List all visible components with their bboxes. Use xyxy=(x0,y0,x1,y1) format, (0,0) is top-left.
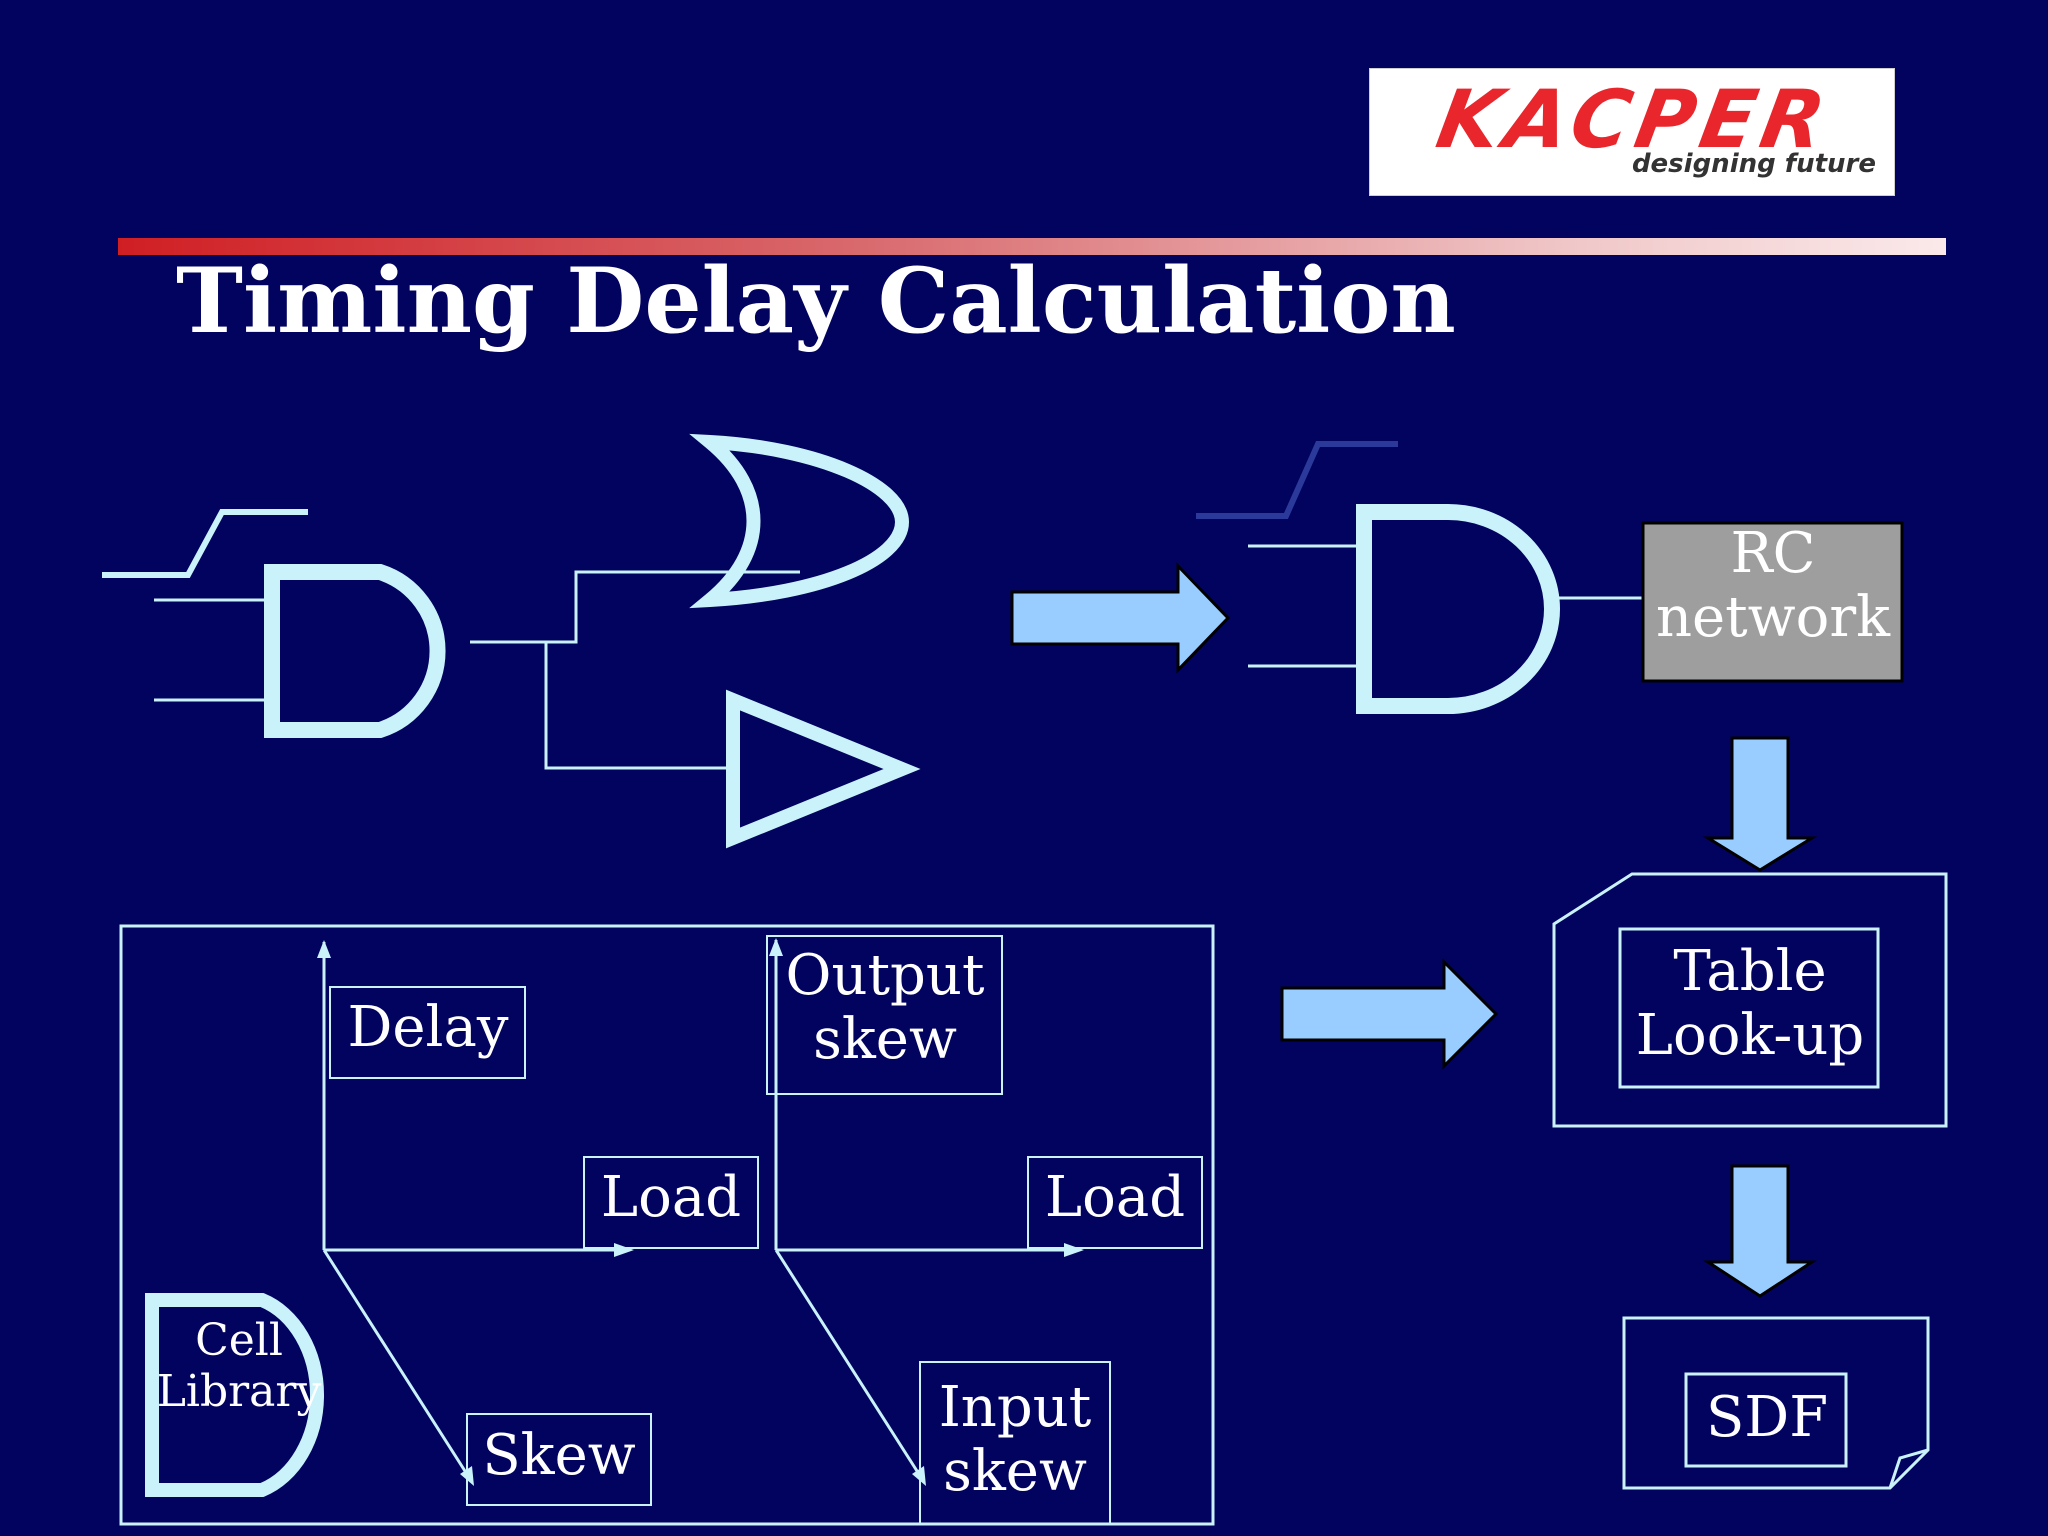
kacper-logo: KACPER designing future xyxy=(1369,68,1895,196)
sdf-page-curl xyxy=(1888,1448,1929,1489)
delay-label: Delay xyxy=(347,995,509,1060)
delay-axes xyxy=(322,942,630,1483)
title-underline-bar xyxy=(118,238,1946,255)
or-gate-icon xyxy=(689,433,910,609)
and-gate-inputs xyxy=(154,598,270,702)
load-box-2 xyxy=(1027,1156,1203,1249)
down-arrow-icon xyxy=(1702,736,1818,872)
output-skew-box xyxy=(766,935,1003,1095)
skew-box xyxy=(466,1413,652,1506)
and-gate-2-inputs xyxy=(1248,544,1360,668)
and-gate-icon xyxy=(264,564,446,738)
fanout-wires xyxy=(470,570,800,770)
load-label-1: Load xyxy=(600,1165,742,1230)
right-arrow-2-icon xyxy=(1280,958,1499,1070)
load-box-1 xyxy=(583,1156,759,1249)
skew-label: Skew xyxy=(482,1423,636,1488)
table-lookup-card xyxy=(1552,872,1948,1128)
cell-library-gate-icon xyxy=(145,1293,324,1497)
sdf-inner-box xyxy=(1684,1372,1848,1468)
rc-network-box xyxy=(1641,521,1904,683)
input-waveform-2 xyxy=(1196,441,1398,519)
input-skew-box xyxy=(919,1361,1111,1525)
slide-title: Timing Delay Calculation xyxy=(176,248,1456,354)
sdf-label: SDF xyxy=(1705,1385,1829,1450)
table-lookup-inner-box xyxy=(1618,927,1880,1089)
down-arrow-2-icon xyxy=(1702,1164,1818,1298)
table-lookup-label: Table Look-up xyxy=(1635,939,1865,1069)
cell-library-label: Cell Library xyxy=(156,1315,322,1417)
output-skew-label: Output skew xyxy=(785,943,985,1073)
cell-library-panel xyxy=(119,924,1215,1526)
sdf-document xyxy=(1622,1316,1930,1490)
buffer-icon xyxy=(726,689,921,849)
logo-tagline: designing future xyxy=(1631,149,1876,179)
and-gate-2-icon xyxy=(1356,504,1560,714)
rc-network-label: RC network xyxy=(1655,521,1891,651)
load-label-2: Load xyxy=(1044,1165,1186,1230)
delay-box xyxy=(329,986,526,1079)
input-waveform xyxy=(102,509,308,578)
right-arrow-icon xyxy=(1010,562,1231,674)
input-skew-label: Input skew xyxy=(938,1375,1092,1505)
